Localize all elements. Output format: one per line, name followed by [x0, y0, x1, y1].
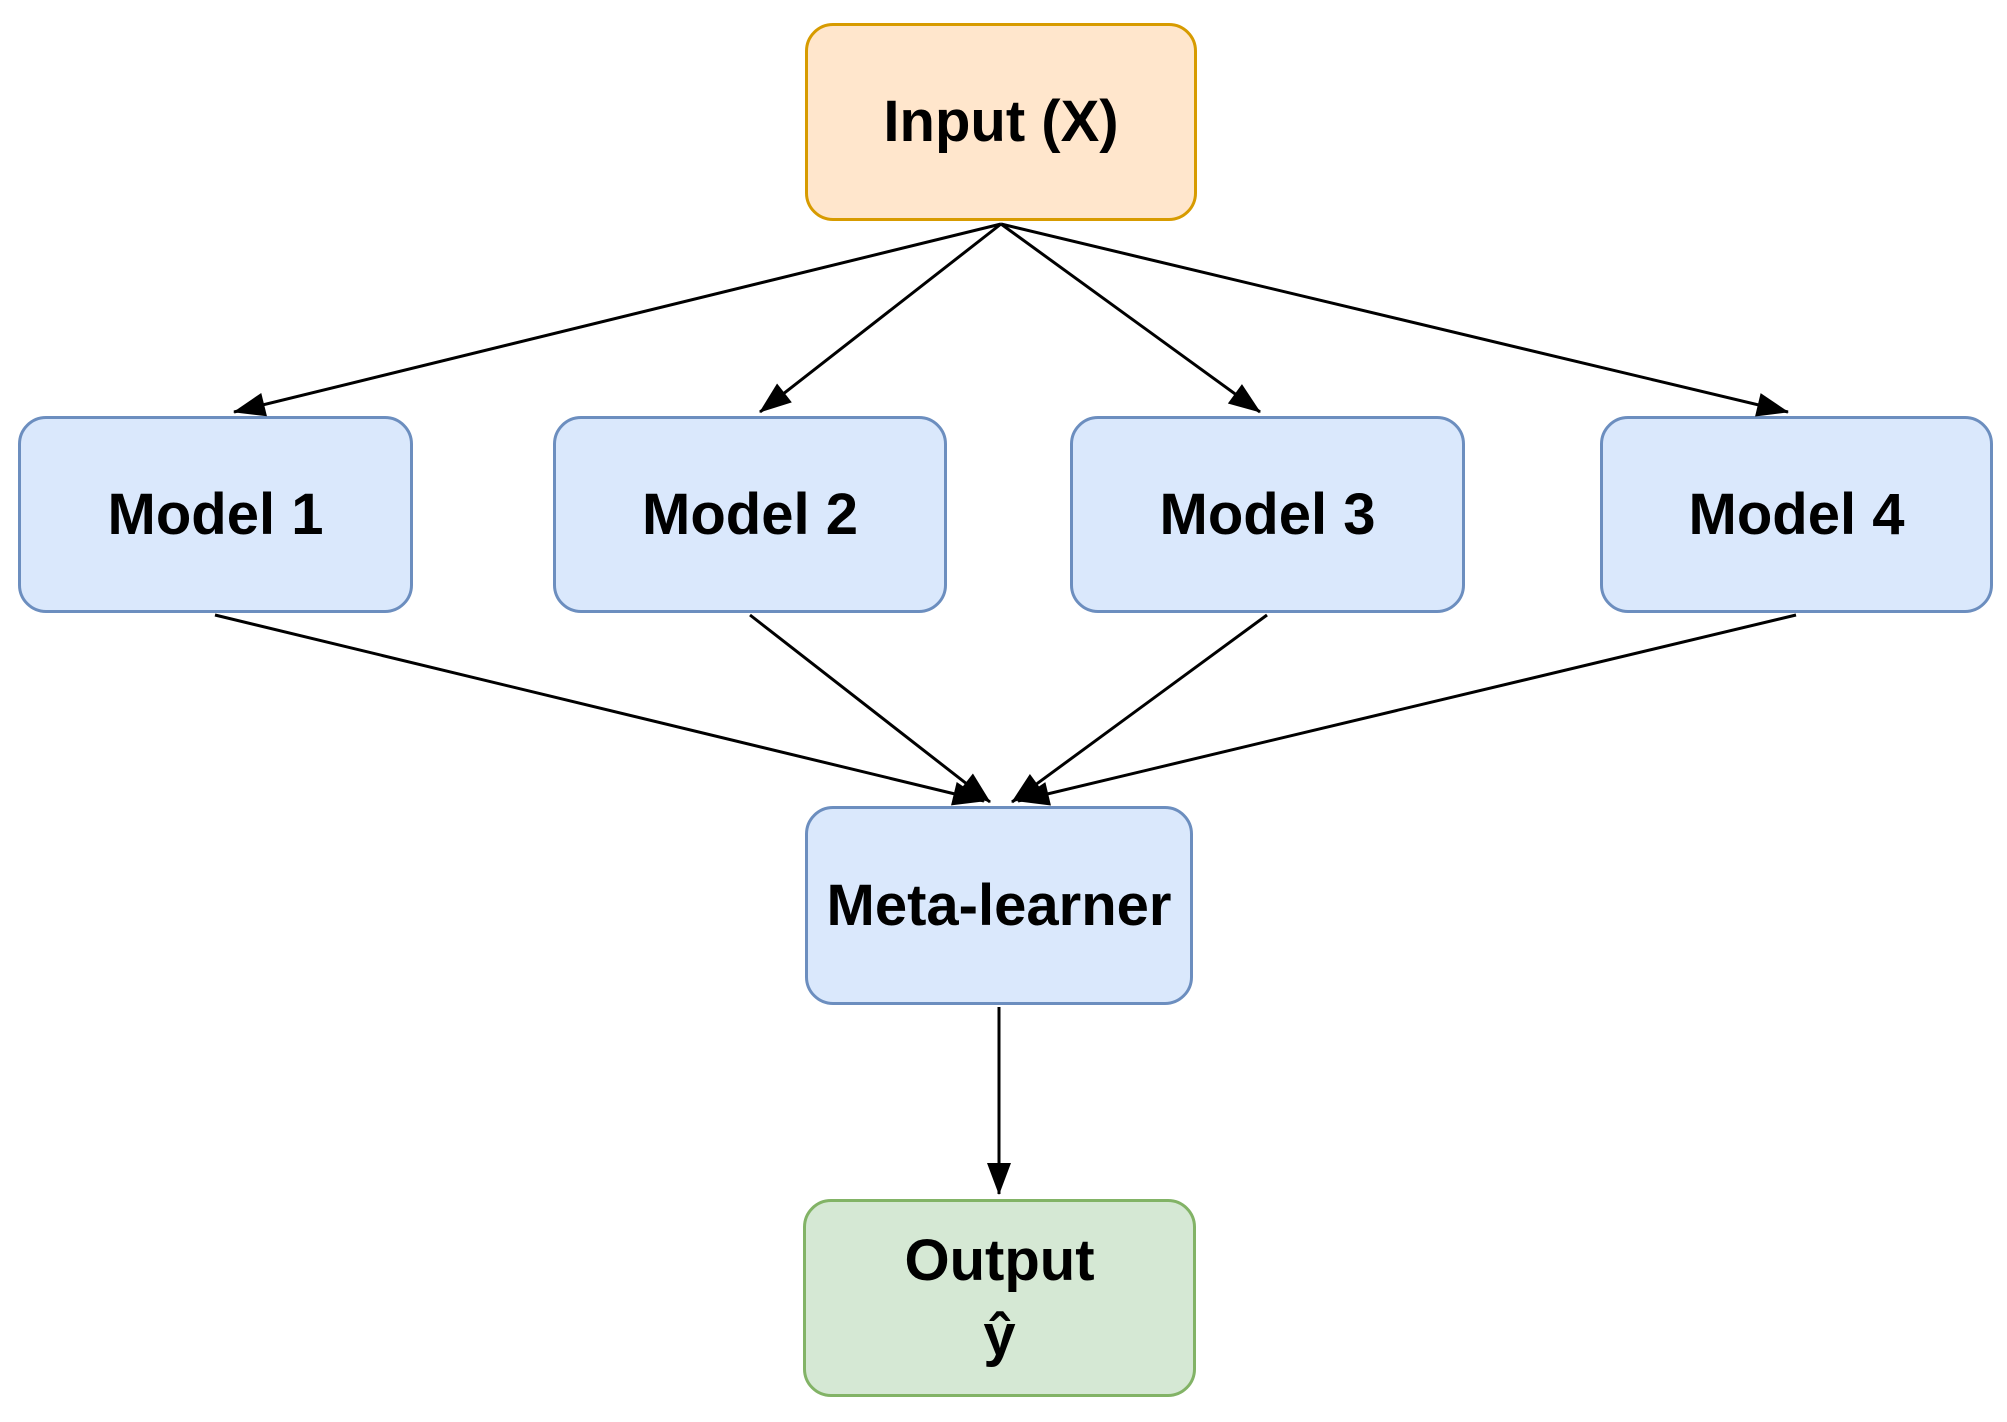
edge-input-model3: [1000, 222, 1261, 414]
node-model-4-label: Model 4: [1688, 481, 1905, 547]
node-output-label: Output: [904, 1227, 1095, 1293]
node-model-4: Model 4: [1600, 416, 1993, 613]
edge-input-model2: [759, 222, 1002, 414]
node-output: Output ŷ: [803, 1199, 1196, 1397]
node-model-2-label: Model 2: [642, 481, 858, 547]
node-meta-learner-label: Meta-learner: [826, 872, 1172, 938]
node-input-label: Input (X): [883, 89, 1119, 155]
node-input: Input (X): [805, 23, 1197, 221]
node-model-3: Model 3: [1070, 416, 1465, 613]
node-model-1-label: Model 1: [107, 481, 324, 547]
node-model-2: Model 2: [553, 416, 947, 613]
edge-model4-meta: [1017, 613, 1797, 806]
edge-model3-meta: [1011, 613, 1268, 804]
node-output-sublabel: ŷ: [983, 1303, 1016, 1368]
node-meta-learner: Meta-learner: [805, 806, 1193, 1005]
edge-input-model1: [233, 222, 1002, 417]
edge-model1-meta: [214, 613, 985, 806]
edge-input-model4: [1000, 222, 1789, 417]
edge-model2-meta: [749, 613, 991, 804]
node-model-3-label: Model 3: [1159, 481, 1376, 547]
node-model-1: Model 1: [18, 416, 413, 613]
